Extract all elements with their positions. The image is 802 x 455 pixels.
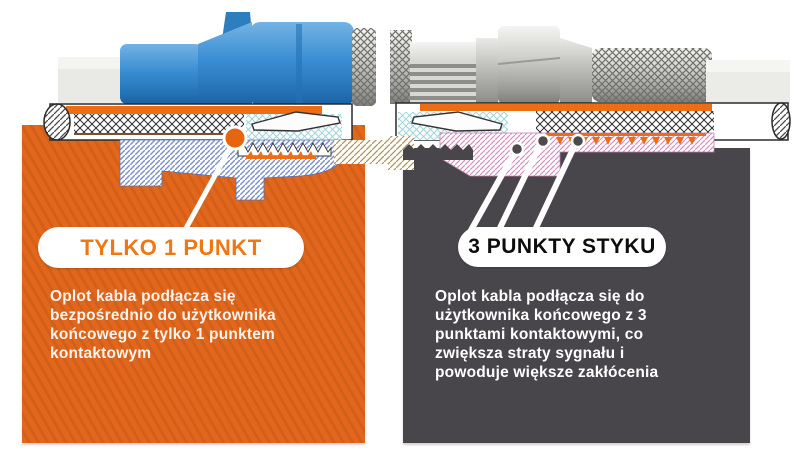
left-connector-photo: [58, 12, 402, 106]
cable-braid-right: [536, 111, 714, 133]
left-description-line: końcowego z tylko 1 punktem: [50, 326, 276, 343]
left-description: Oplot kabla podłącza się bezpośrednio do…: [50, 287, 355, 363]
right-description-line: punktami kontaktowymi, co: [435, 326, 644, 343]
contact-point-dot-2: [535, 133, 551, 149]
nut-hatch-left: [334, 140, 394, 164]
right-connector-photo: [390, 26, 790, 104]
cable-braid-left: [74, 114, 244, 133]
flange-ring: [476, 38, 498, 104]
cable-end-cap-left: [43, 103, 71, 141]
right-badge-label: 3 PUNKTY STYKU: [468, 235, 656, 258]
contact-point-dot-1: [509, 141, 525, 157]
contact-point-dot-3: [570, 133, 586, 149]
left-callout-badge: TYLKO 1 PUNKT: [38, 227, 304, 268]
left-description-line: bezpośrednio do użytkownika: [50, 307, 276, 324]
leader-line-3: [531, 145, 577, 234]
blue-connector-collar: [120, 44, 202, 104]
leader-line-1: [467, 153, 516, 234]
left-description-line: Oplot kabla podłącza się: [50, 288, 236, 305]
cable-jacket-right: [420, 104, 712, 111]
spring-clip-right: [411, 111, 503, 132]
right-panel-background: [403, 148, 750, 443]
right-description: Oplot kabla podłącza się do użytkownika …: [435, 287, 740, 382]
left-panel-background: [22, 125, 365, 443]
leader-line-2: [495, 145, 542, 234]
right-cross-section: [388, 102, 791, 234]
hex-nut: [498, 26, 560, 104]
cable-end-cap-right: [771, 102, 791, 140]
nut-shoulder: [560, 38, 592, 104]
right-description-line: użytkownika końcowego z 3: [435, 307, 647, 324]
right-callout-badge: 3 PUNKTY STYKU: [458, 227, 666, 267]
left-description-line: kontaktowym: [50, 345, 152, 362]
contact-point-dot: [222, 125, 248, 151]
thread-silhouette: [403, 144, 473, 160]
leader-line-left: [181, 146, 233, 234]
left-badge-label: TYLKO 1 PUNKT: [80, 234, 262, 260]
spring-clip-left: [251, 111, 341, 132]
right-description-line: zwiększa straty sygnału i: [435, 345, 625, 362]
left-cross-section: [43, 103, 394, 234]
cable-jacket-left: [66, 106, 322, 114]
blue-connector-cone: [198, 22, 252, 106]
right-description-line: Oplot kabla podłącza się do: [435, 288, 645, 305]
right-description-line: powoduje większe zakłócenia: [435, 364, 659, 381]
